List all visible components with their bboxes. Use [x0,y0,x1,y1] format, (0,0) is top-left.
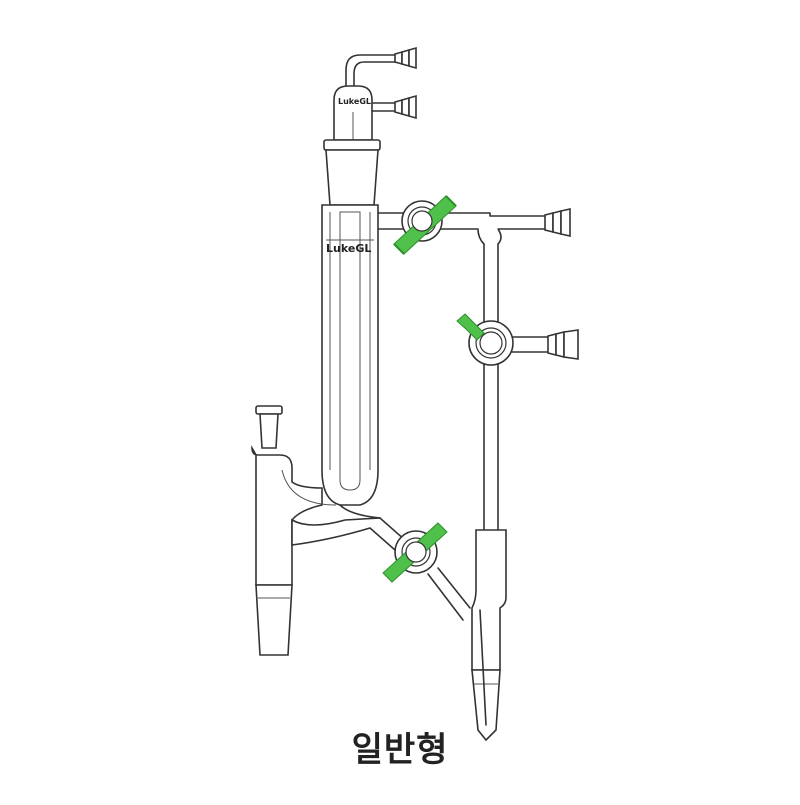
brand-logo-top: LukeGL [338,97,371,106]
stopcock-valve-icon [456,313,514,366]
condenser-head [323,54,396,151]
hose-barb-icon [394,46,417,70]
hose-barb-icon [394,94,417,120]
hose-barb-icon [547,329,579,360]
stopcock-valve-icon [382,522,448,583]
ground-glass-joint-icon [325,149,379,206]
upper-side-arm [377,212,546,230]
stopcock-valve-icon [393,195,457,255]
lower-connection [291,504,471,621]
hose-barb-icon [544,208,571,237]
caption-title: 일반형 [351,730,449,770]
brand-logo-mid: LukeGL [326,242,371,255]
lower-outlet [471,529,507,742]
right-vertical-tube [477,228,549,531]
left-side-arm [251,405,337,656]
main-column [321,204,379,506]
